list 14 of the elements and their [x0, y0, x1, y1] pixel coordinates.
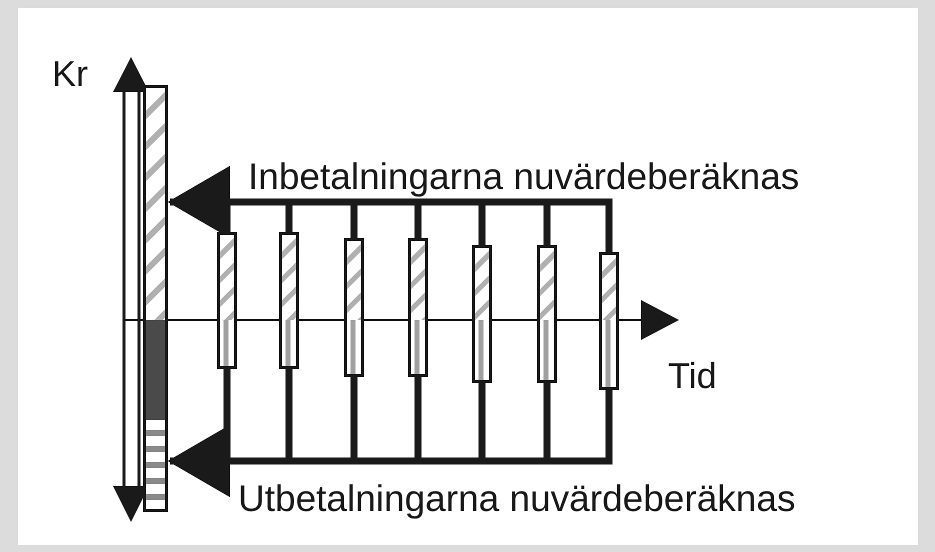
caption-text: Inbetalningarna nuvärdeberäknas	[248, 158, 800, 195]
cash-flow-bar	[217, 232, 237, 369]
axis-label: Tid	[668, 358, 717, 394]
arrow	[168, 166, 612, 252]
cash-flow-bar	[344, 238, 364, 377]
arrow	[168, 390, 612, 497]
caption-text: Utbetalningarna nuvärdeberäknas	[238, 480, 796, 517]
axis-label: Kr	[52, 56, 88, 92]
cash-flow-bar	[279, 232, 299, 369]
cash-flow-bar	[408, 238, 428, 377]
cash-flow-bar	[472, 245, 492, 383]
present-value-bar	[143, 85, 168, 512]
cash-flow-bar	[599, 252, 619, 390]
cash-flow-bar	[537, 245, 557, 383]
